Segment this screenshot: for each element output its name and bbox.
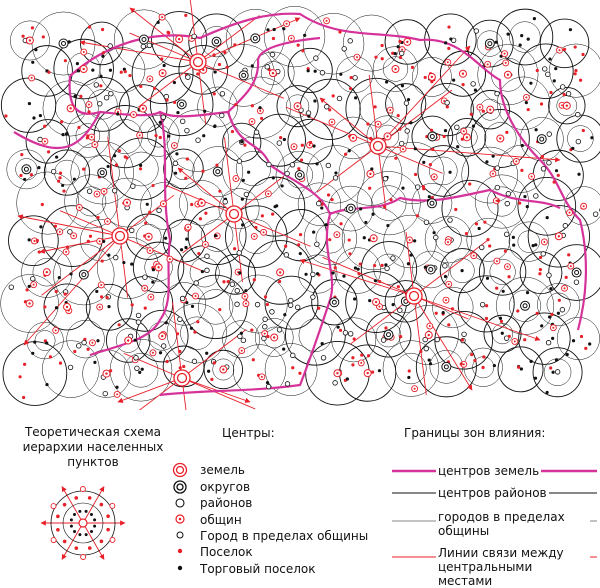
hierarchy-scheme-diagram [28,468,138,578]
boundaries-title: Границы зон влияния: [404,426,545,440]
region-center-icon [174,497,186,509]
settlement-icon [176,547,184,555]
legend-center-land: земель [200,463,245,477]
scheme-title: Теоретическая схема иерархии населенных … [18,425,168,470]
land-center-icon [172,462,188,478]
community-center-icon [174,513,186,525]
legend-center-trade-settlement: Торговый поселок [200,562,316,576]
legend-link-lines: Линии связи между центральными местами [436,546,590,588]
settlement-hierarchy-map [0,0,600,410]
centers-title: Центры: [222,426,275,440]
legend-center-town: Город в пределах общины [200,529,368,543]
town-icon [175,530,185,540]
legend-boundary-town: городов в пределах общины [436,510,590,538]
trade-settlement-icon [176,564,184,572]
legend-center-district: округов [200,480,250,494]
legend-center-region: районов [200,496,252,510]
settlement-dots [4,14,600,399]
legend-boundary-region: центров районов [436,486,549,500]
legend-center-settlement: Поселок [200,545,253,559]
legend-center-community: общин [200,513,242,527]
legend-boundary-land: центров земель [436,464,541,478]
district-center-icon [172,479,188,495]
